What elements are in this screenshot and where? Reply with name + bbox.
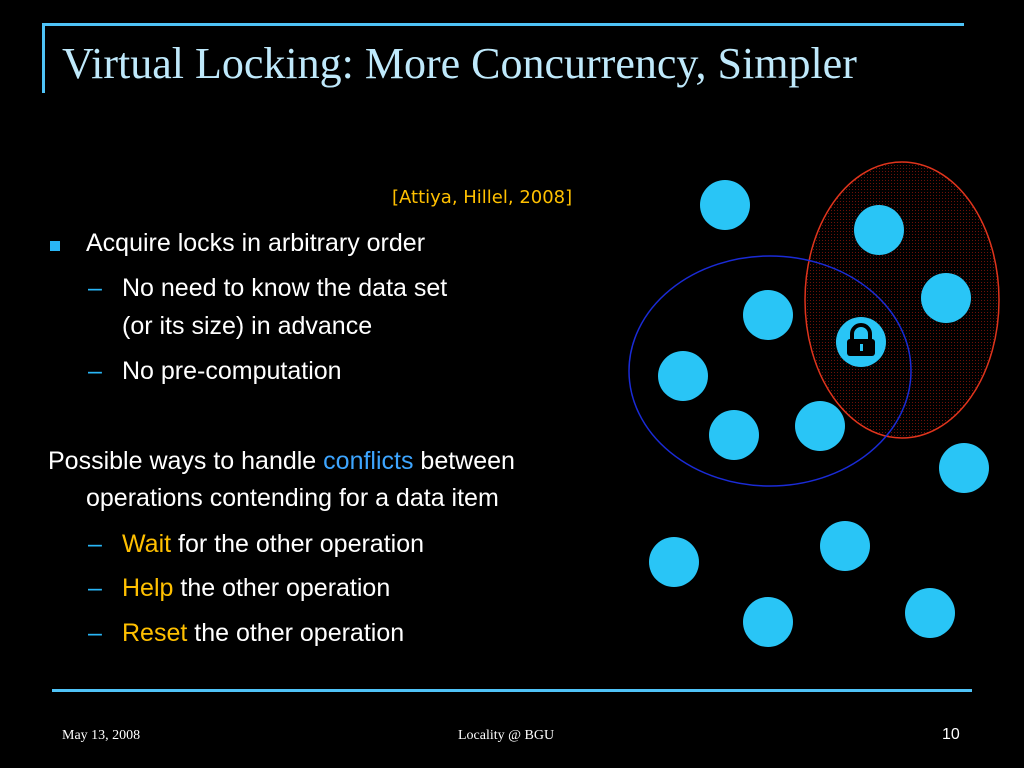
- data-node: [658, 351, 708, 401]
- option-help-rest: the other operation: [173, 574, 391, 602]
- sub-bullet-no-precomputation: No pre-computation: [122, 357, 342, 385]
- data-node: [905, 588, 955, 638]
- data-node: [649, 537, 699, 587]
- data-node: [709, 410, 759, 460]
- conflicts-paragraph-line2: operations contending for a data item: [86, 484, 499, 512]
- footer-date: May 13, 2008: [62, 728, 141, 743]
- dash-icon: –: [88, 619, 102, 647]
- option-reset-rest: the other operation: [187, 619, 405, 647]
- red-lock-set-ellipse: [804, 161, 1000, 439]
- data-node: [921, 273, 971, 323]
- page-number: 10: [942, 726, 960, 743]
- sub-bullet-no-need-line2: (or its size) in advance: [122, 312, 373, 340]
- slide-title: Virtual Locking: More Concurrency, Simpl…: [62, 39, 857, 88]
- dash-icon: –: [88, 530, 102, 558]
- lock-icon: [847, 323, 875, 356]
- dash-icon: –: [88, 574, 102, 602]
- para-suffix: between: [413, 447, 515, 475]
- dash-icon: –: [88, 357, 102, 385]
- para-prefix: Possible ways to handle: [48, 447, 324, 475]
- title-frame-top-line: [42, 23, 964, 26]
- data-node: [795, 401, 845, 451]
- footer-divider: [52, 689, 972, 692]
- option-help: Help the other operation: [122, 576, 390, 601]
- data-node: [854, 205, 904, 255]
- locking-diagram: [628, 161, 1000, 647]
- data-node: [939, 443, 989, 493]
- data-node: [820, 521, 870, 571]
- option-wait-key: Wait: [122, 530, 172, 558]
- data-node: [743, 290, 793, 340]
- option-wait-rest: for the other operation: [171, 530, 425, 558]
- option-reset-key: Reset: [122, 619, 188, 647]
- blue-lock-set-ellipse: [628, 255, 912, 487]
- data-node: [743, 597, 793, 647]
- bullet-acquire-locks: Acquire locks in arbitrary order: [86, 229, 426, 257]
- citation: [Attiya, Hillel, 2008]: [392, 187, 573, 208]
- conflicts-highlight: conflicts: [323, 447, 414, 475]
- bullet-square-icon: [50, 241, 60, 251]
- conflicts-paragraph-line1: Possible ways to handle conflicts betwee…: [48, 449, 515, 474]
- option-wait: Wait for the other operation: [122, 532, 424, 557]
- data-node: [700, 180, 750, 230]
- footer-center: Locality @ BGU: [458, 728, 555, 743]
- sub-bullet-no-need-line1: No need to know the data set: [122, 274, 448, 302]
- dash-icon: –: [88, 274, 102, 302]
- option-help-key: Help: [122, 574, 174, 602]
- title-frame-left-line: [42, 23, 45, 93]
- option-reset: Reset the other operation: [122, 621, 404, 646]
